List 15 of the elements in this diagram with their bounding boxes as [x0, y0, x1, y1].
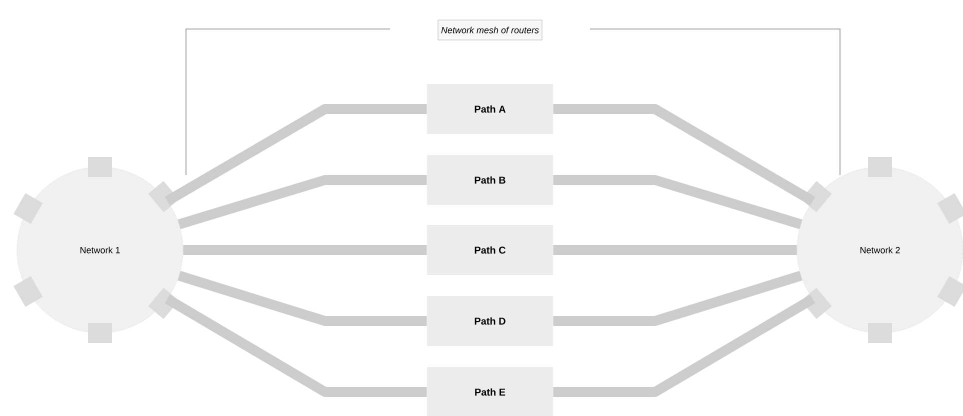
path-band	[553, 104, 816, 206]
path-box: Path D	[427, 296, 553, 346]
path-band	[553, 175, 802, 230]
bracket-label: Network mesh of routers	[438, 20, 542, 40]
path-band	[178, 175, 427, 230]
path-box: Path C	[427, 225, 553, 275]
path-band	[553, 270, 802, 326]
path-band	[553, 245, 797, 255]
path-band	[183, 245, 427, 255]
path-box: Path B	[427, 155, 553, 205]
path-band	[164, 294, 427, 397]
path-box: Path E	[427, 367, 553, 416]
path-band	[553, 294, 816, 397]
path-band	[178, 270, 427, 326]
path-box: Path A	[427, 84, 553, 134]
